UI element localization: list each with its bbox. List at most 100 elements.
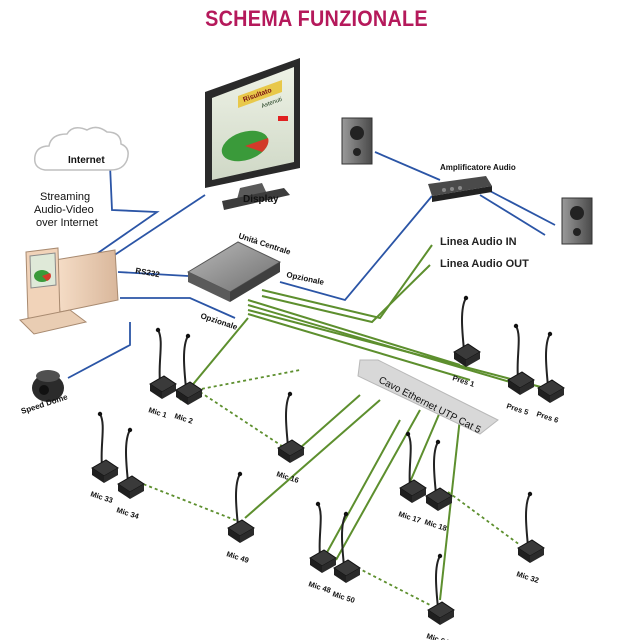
audio-out-label: Linea Audio OUT [440,258,529,270]
rs232-line [117,271,189,277]
mic-label-mic17: Mic 17 [397,509,422,525]
mic-head [527,491,533,497]
optional-pc-to-unit-line [120,297,236,319]
mic50-to-mic64-dash [351,564,431,606]
mic-gooseneck [317,503,322,557]
audio-out-line [261,264,431,324]
mic-label-mic1: Mic 1 [147,405,168,419]
mic-base-front [438,496,452,511]
mic-gooseneck [285,393,291,447]
mic-base-front [550,388,564,403]
mic-unit-mic18: Mic 18 [423,439,453,533]
optional-label-2: Opzionale [199,311,239,332]
mic-label-mic50: Mic 50 [331,589,356,605]
mic-gooseneck [545,333,551,387]
mic-gooseneck [433,441,439,495]
mic-base-front [130,484,144,499]
mic-base-front [440,610,454,625]
mic-label-mic33: Mic 33 [89,489,114,505]
mic-base-side [176,390,188,405]
mic-unit-mic48: Mic 48 [307,501,337,595]
mic-head [185,333,191,339]
mic-base-side [538,388,550,403]
mic-base-front [290,448,304,463]
mic-unit-pres5: Pres 5 [505,323,535,417]
green-dashed-links [137,369,521,606]
mic-label-pres1: Pres 1 [451,373,475,389]
streaming-label-3: over Internet [36,217,98,229]
mic-base-side [428,610,440,625]
mic-base-front [188,390,202,405]
audio-in-label: Linea Audio IN [440,236,517,248]
mic-base-front [322,558,336,573]
amp-to-speaker-right-line-2 [479,194,546,236]
mic-label-mic48: Mic 48 [307,579,332,595]
mic-head [513,323,519,329]
mic-gooseneck [99,413,104,467]
audio-in-line [261,244,433,320]
mic-unit-pres6: Pres 6 [535,331,565,425]
mic-gooseneck [525,493,531,547]
mic-label-mic32: Mic 32 [515,569,540,585]
mic34-to-mic49-dash [137,481,241,523]
mic-base-front [530,548,544,563]
unit-to-amplifier-line [279,195,433,302]
mic-head [405,431,411,437]
mic-label-mic34: Mic 34 [115,505,140,521]
trunk-line-4 [247,313,471,381]
branch-mic49-line [335,409,421,561]
mic-base-side [454,352,466,367]
mic-head [155,327,161,333]
mic-label-mic16: Mic 16 [275,469,300,485]
trunk-line-1 [247,299,461,366]
mic-base-side [150,384,162,399]
display-monitor: Risultato Astenuti [205,58,300,210]
mic-base-front [240,528,254,543]
mic-gooseneck [235,473,241,527]
mic-head [127,427,133,433]
mic-base-side [334,568,346,583]
mic-head [237,471,243,477]
mic-unit-mic1: Mic 1 [147,327,177,420]
mic-head [437,553,443,559]
green-connections [179,244,561,601]
central-unit [186,241,282,302]
speaker-left [341,117,373,165]
mic-base-side [508,380,520,395]
display-to-pc-line [109,194,206,259]
pc-workstation [18,247,119,335]
speed-dome-camera [32,370,64,402]
mic-gooseneck [125,429,131,483]
mic-label-pres6: Pres 6 [535,409,559,425]
speed-dome-line [67,322,131,379]
mic-gooseneck [183,335,189,389]
streaming-label-2: Audio-Video [34,204,94,216]
mic-head [435,439,441,445]
mic2-chain-dash [195,369,301,391]
mic-base-side [228,528,240,543]
mic-unit-pres1: Pres 1 [451,295,481,389]
speaker-right [561,197,593,245]
branch-mic33-line [244,399,381,519]
mic-head [315,501,321,507]
mic-label-mic49: Mic 49 [225,549,250,565]
mic-base-side [518,548,530,563]
mic-gooseneck [515,325,520,379]
internet-to-pc-line [94,164,160,256]
mic-base-front [104,468,118,483]
amplifier-device [428,176,492,202]
trunk-line-3 [247,309,561,393]
internet-cloud [33,126,129,171]
mic-base-side [310,558,322,573]
branch-mic17-line [409,411,441,483]
rs232-label: RS232 [135,266,161,279]
amp-to-speaker-left-line [374,151,441,181]
mic-head [463,295,469,301]
mic-unit-mic2: Mic 2 [173,333,203,426]
mic-gooseneck [461,297,467,351]
mic-unit-mic32: Mic 32 [515,491,545,585]
mic-unit-mic33: Mic 33 [89,411,119,505]
amp-to-speaker-right-line [487,189,556,226]
